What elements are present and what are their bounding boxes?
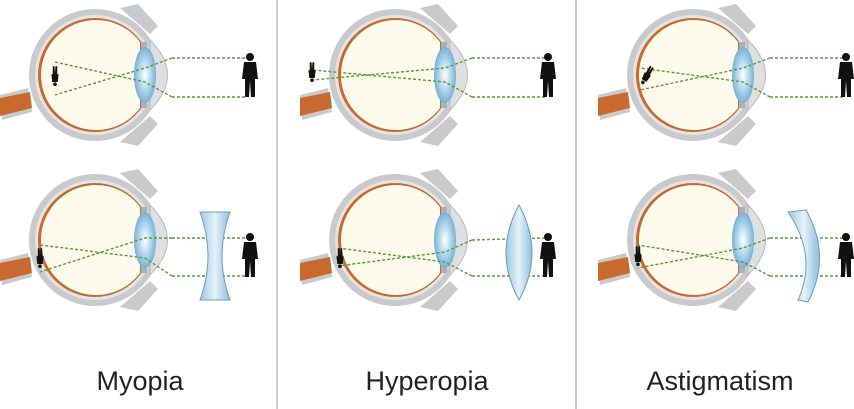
person-icon xyxy=(838,233,854,277)
label-astigmatism: Astigmatism xyxy=(646,366,794,396)
eye-hyperopia-corrected xyxy=(299,168,468,312)
person-icon xyxy=(838,53,854,97)
retinal-image-icon xyxy=(308,62,316,82)
eye-astigmatism-corrected xyxy=(597,168,766,312)
person-icon xyxy=(540,233,556,277)
label-hyperopia: Hyperopia xyxy=(365,366,489,396)
toric-lens xyxy=(787,209,820,303)
inner-light-rays xyxy=(39,57,771,277)
person-icon xyxy=(540,53,556,97)
eye-myopia-corrected xyxy=(0,168,168,312)
convex-lens xyxy=(505,203,533,302)
eye-astigmatism xyxy=(597,3,766,147)
eye-hyperopia xyxy=(299,3,468,147)
label-myopia: Myopia xyxy=(96,366,184,396)
concave-lens xyxy=(199,211,231,301)
person-icon xyxy=(242,233,258,277)
eye-myopia xyxy=(0,3,168,147)
person-icon xyxy=(242,53,258,97)
